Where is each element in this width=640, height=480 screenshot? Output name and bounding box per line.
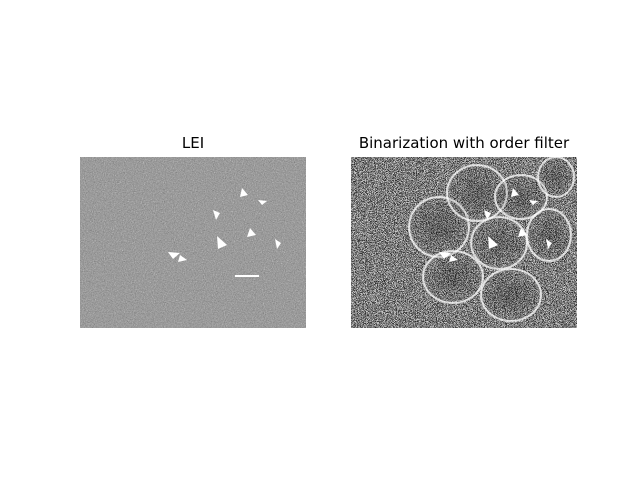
bright-spot [213,210,220,220]
bright-spot [488,236,498,249]
grain-outline [537,157,575,198]
panel-lei: LEI [80,130,306,328]
bright-spot [439,252,451,259]
grain-outline [526,208,572,262]
panel-title-lei: LEI [181,134,205,152]
grain-outline [470,216,528,270]
bright-spot [240,188,248,197]
bright-spot [258,200,267,205]
bright-spot [529,200,538,205]
bright-streak [235,275,259,277]
binarized-grain-outlines [408,157,575,322]
bright-spot [546,239,552,249]
panel-binarization: Binarization with order filter [351,130,577,328]
grain-outline [494,174,548,220]
bright-spot [178,255,187,262]
grain-outline [480,268,542,322]
bright-spot [511,188,519,197]
binarized-image-canvas [351,157,577,328]
binarized-image [351,157,577,328]
lei-image-canvas [80,157,306,328]
bright-spot [217,236,227,249]
grain-outline [422,250,484,304]
lei-image [80,157,306,328]
bright-spot [168,252,180,259]
bright-spot [275,239,281,249]
bright-spot [247,228,256,237]
lei-bright-spots [168,188,281,277]
panel-title-binarization: Binarization with order filter [358,134,570,152]
lei-noise-texture [80,157,306,328]
binarized-white-spots [439,188,552,262]
bright-spot [518,228,527,237]
bright-spot [484,210,491,220]
bright-spot [449,255,458,262]
